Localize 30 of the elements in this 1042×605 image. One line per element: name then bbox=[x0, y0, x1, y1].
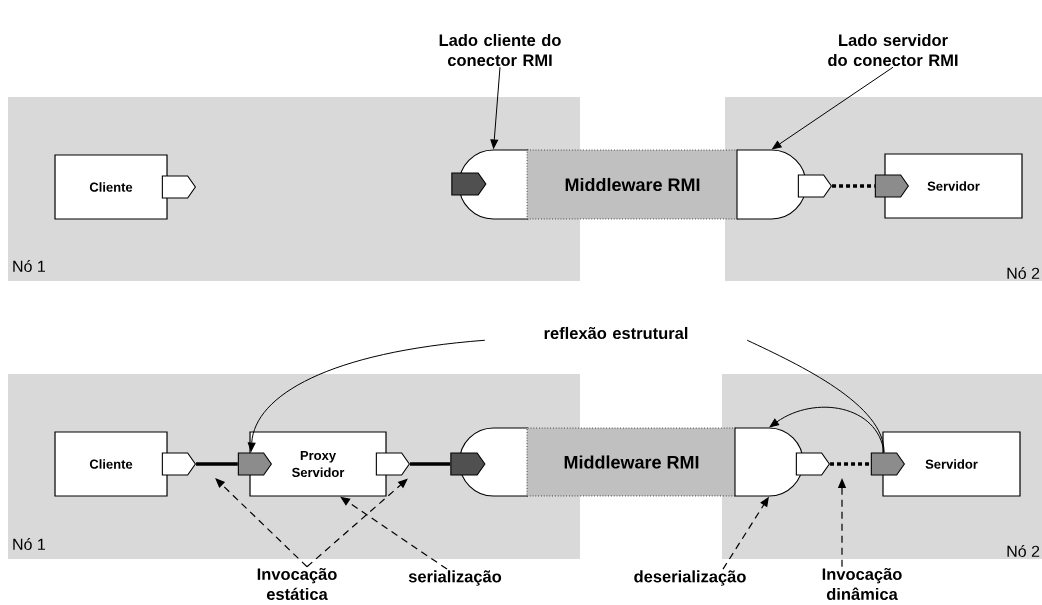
port-symbol bbox=[797, 174, 833, 198]
component-box: Proxy Servidor bbox=[249, 431, 387, 497]
connection-line bbox=[832, 184, 875, 188]
arrow bbox=[772, 66, 894, 150]
annotation-label: Invocação estática bbox=[257, 567, 337, 600]
annotation-label: reflexão estrutural bbox=[544, 326, 688, 340]
connection-line bbox=[196, 462, 238, 466]
component-box: Servidor bbox=[882, 431, 1021, 497]
port-symbol bbox=[451, 172, 487, 196]
leader-line bbox=[215, 478, 308, 568]
middleware-band: Middleware RMI bbox=[526, 149, 739, 220]
arrow bbox=[490, 66, 501, 149]
annotation-label: deserialização bbox=[634, 570, 746, 586]
port-symbol bbox=[450, 452, 486, 476]
connection-line bbox=[746, 339, 885, 453]
middleware-band: Middleware RMI bbox=[526, 427, 737, 497]
component-box: Servidor bbox=[884, 153, 1023, 219]
annotation-label: serialização bbox=[408, 570, 502, 586]
connection-line bbox=[410, 462, 451, 466]
connection-line bbox=[830, 462, 871, 466]
arrow bbox=[247, 339, 486, 452]
component-box: Cliente bbox=[54, 431, 168, 497]
annotation-label: Invocação dinâmica bbox=[822, 567, 902, 600]
component-box: Cliente bbox=[54, 154, 168, 220]
port-symbol bbox=[161, 175, 197, 199]
port-symbol bbox=[874, 174, 910, 198]
annotation-label: Lado cliente do conector RMI bbox=[439, 33, 561, 67]
arrow bbox=[769, 406, 885, 453]
annotation-label: Lado servidor do conector RMI bbox=[828, 33, 958, 67]
leader-line bbox=[340, 496, 448, 570]
